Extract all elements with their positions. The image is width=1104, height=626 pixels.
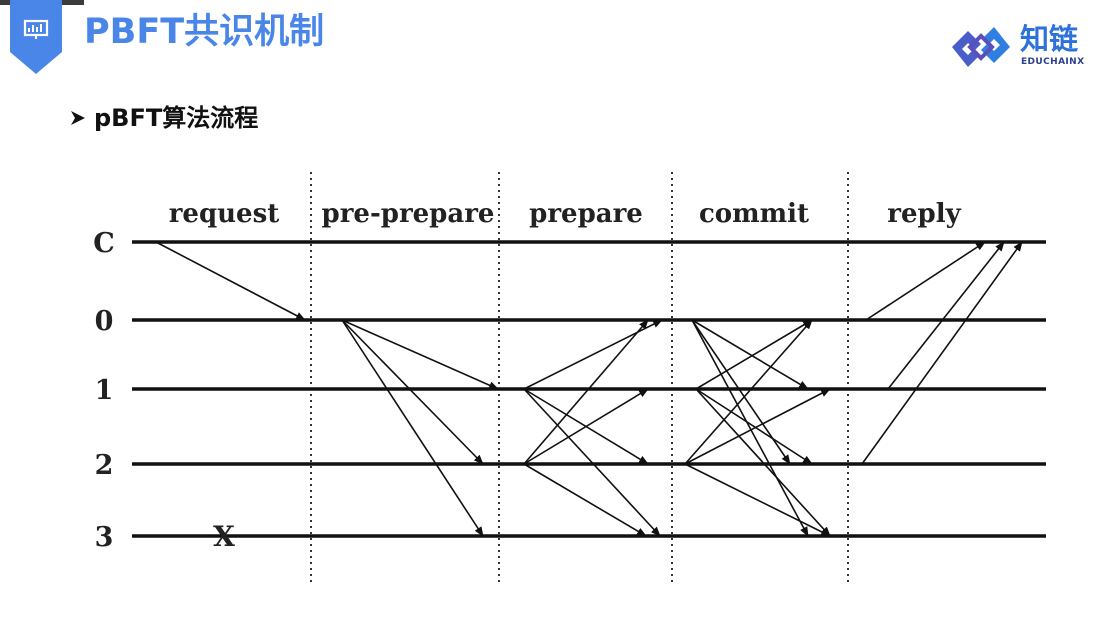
- message-arrow-prepare-2-to-1: [523, 388, 649, 465]
- message-arrows: [155, 241, 1023, 537]
- message-arrow-commit-2-to-0: [684, 319, 813, 465]
- phase-label-pre-prepare: pre-prepare: [322, 199, 495, 229]
- message-arrow-pre-prepare-0-to-3: [341, 319, 484, 537]
- message-arrow-commit-1-to-2: [695, 388, 813, 465]
- node-labels: C 0 1 2 3: [93, 228, 115, 553]
- message-arrow-commit-2-to-3: [684, 463, 831, 537]
- message-arrow-commit-1-to-3: [695, 388, 831, 537]
- slide-title: PBFT共识机制: [84, 12, 325, 52]
- chain-link-logo-icon: [952, 27, 1010, 67]
- faulty-node-marker: X: [213, 520, 235, 553]
- node-label-2: 2: [95, 450, 114, 481]
- node-label-3: 3: [95, 522, 114, 553]
- logo-name-cn: 知链: [1020, 22, 1079, 56]
- phase-label-request: request: [169, 199, 280, 229]
- fault-marker: X: [213, 520, 235, 553]
- section-heading-text: pBFT算法流程: [94, 104, 259, 132]
- message-arrow-reply-0-to-c: [865, 241, 986, 321]
- message-arrow-commit-2-to-1: [684, 388, 831, 465]
- message-arrow-pre-prepare-0-to-2: [341, 319, 484, 465]
- message-arrow-commit-1-to-0: [695, 319, 813, 390]
- presentation-chart-icon: [10, 0, 62, 74]
- message-arrow-prepare-1-to-3: [523, 388, 661, 537]
- phase-dividers: [310, 172, 849, 582]
- message-arrow-reply-1-to-c: [887, 241, 1005, 390]
- message-arrow-commit-0-to-3: [691, 319, 809, 537]
- message-arrow-prepare-2-to-0: [523, 319, 649, 465]
- educhainx-logo: 知链 EDUCHAINX: [948, 22, 1098, 76]
- node-label-c: C: [93, 228, 115, 259]
- section-heading: pBFT算法流程: [68, 100, 258, 136]
- phase-label-commit: commit: [699, 199, 809, 229]
- phase-labels: request pre-prepare prepare commit reply: [169, 199, 962, 229]
- node-timelines: [132, 240, 1046, 538]
- logo-name-en: EDUCHAINX: [1021, 57, 1085, 67]
- message-arrow-commit-0-to-1: [691, 319, 809, 390]
- phase-label-reply: reply: [887, 199, 961, 229]
- message-arrow-pre-prepare-0-to-1: [341, 319, 499, 390]
- message-arrow-request-C-to-0: [155, 241, 306, 321]
- message-arrow-prepare-1-to-0: [523, 319, 663, 390]
- node-label-0: 0: [95, 306, 114, 337]
- arrow-bullet-icon: [71, 111, 85, 125]
- message-arrow-prepare-2-to-3: [523, 463, 647, 537]
- node-label-1: 1: [95, 375, 114, 406]
- message-arrow-reply-2-to-c: [861, 241, 1023, 465]
- phase-label-prepare: prepare: [529, 199, 643, 229]
